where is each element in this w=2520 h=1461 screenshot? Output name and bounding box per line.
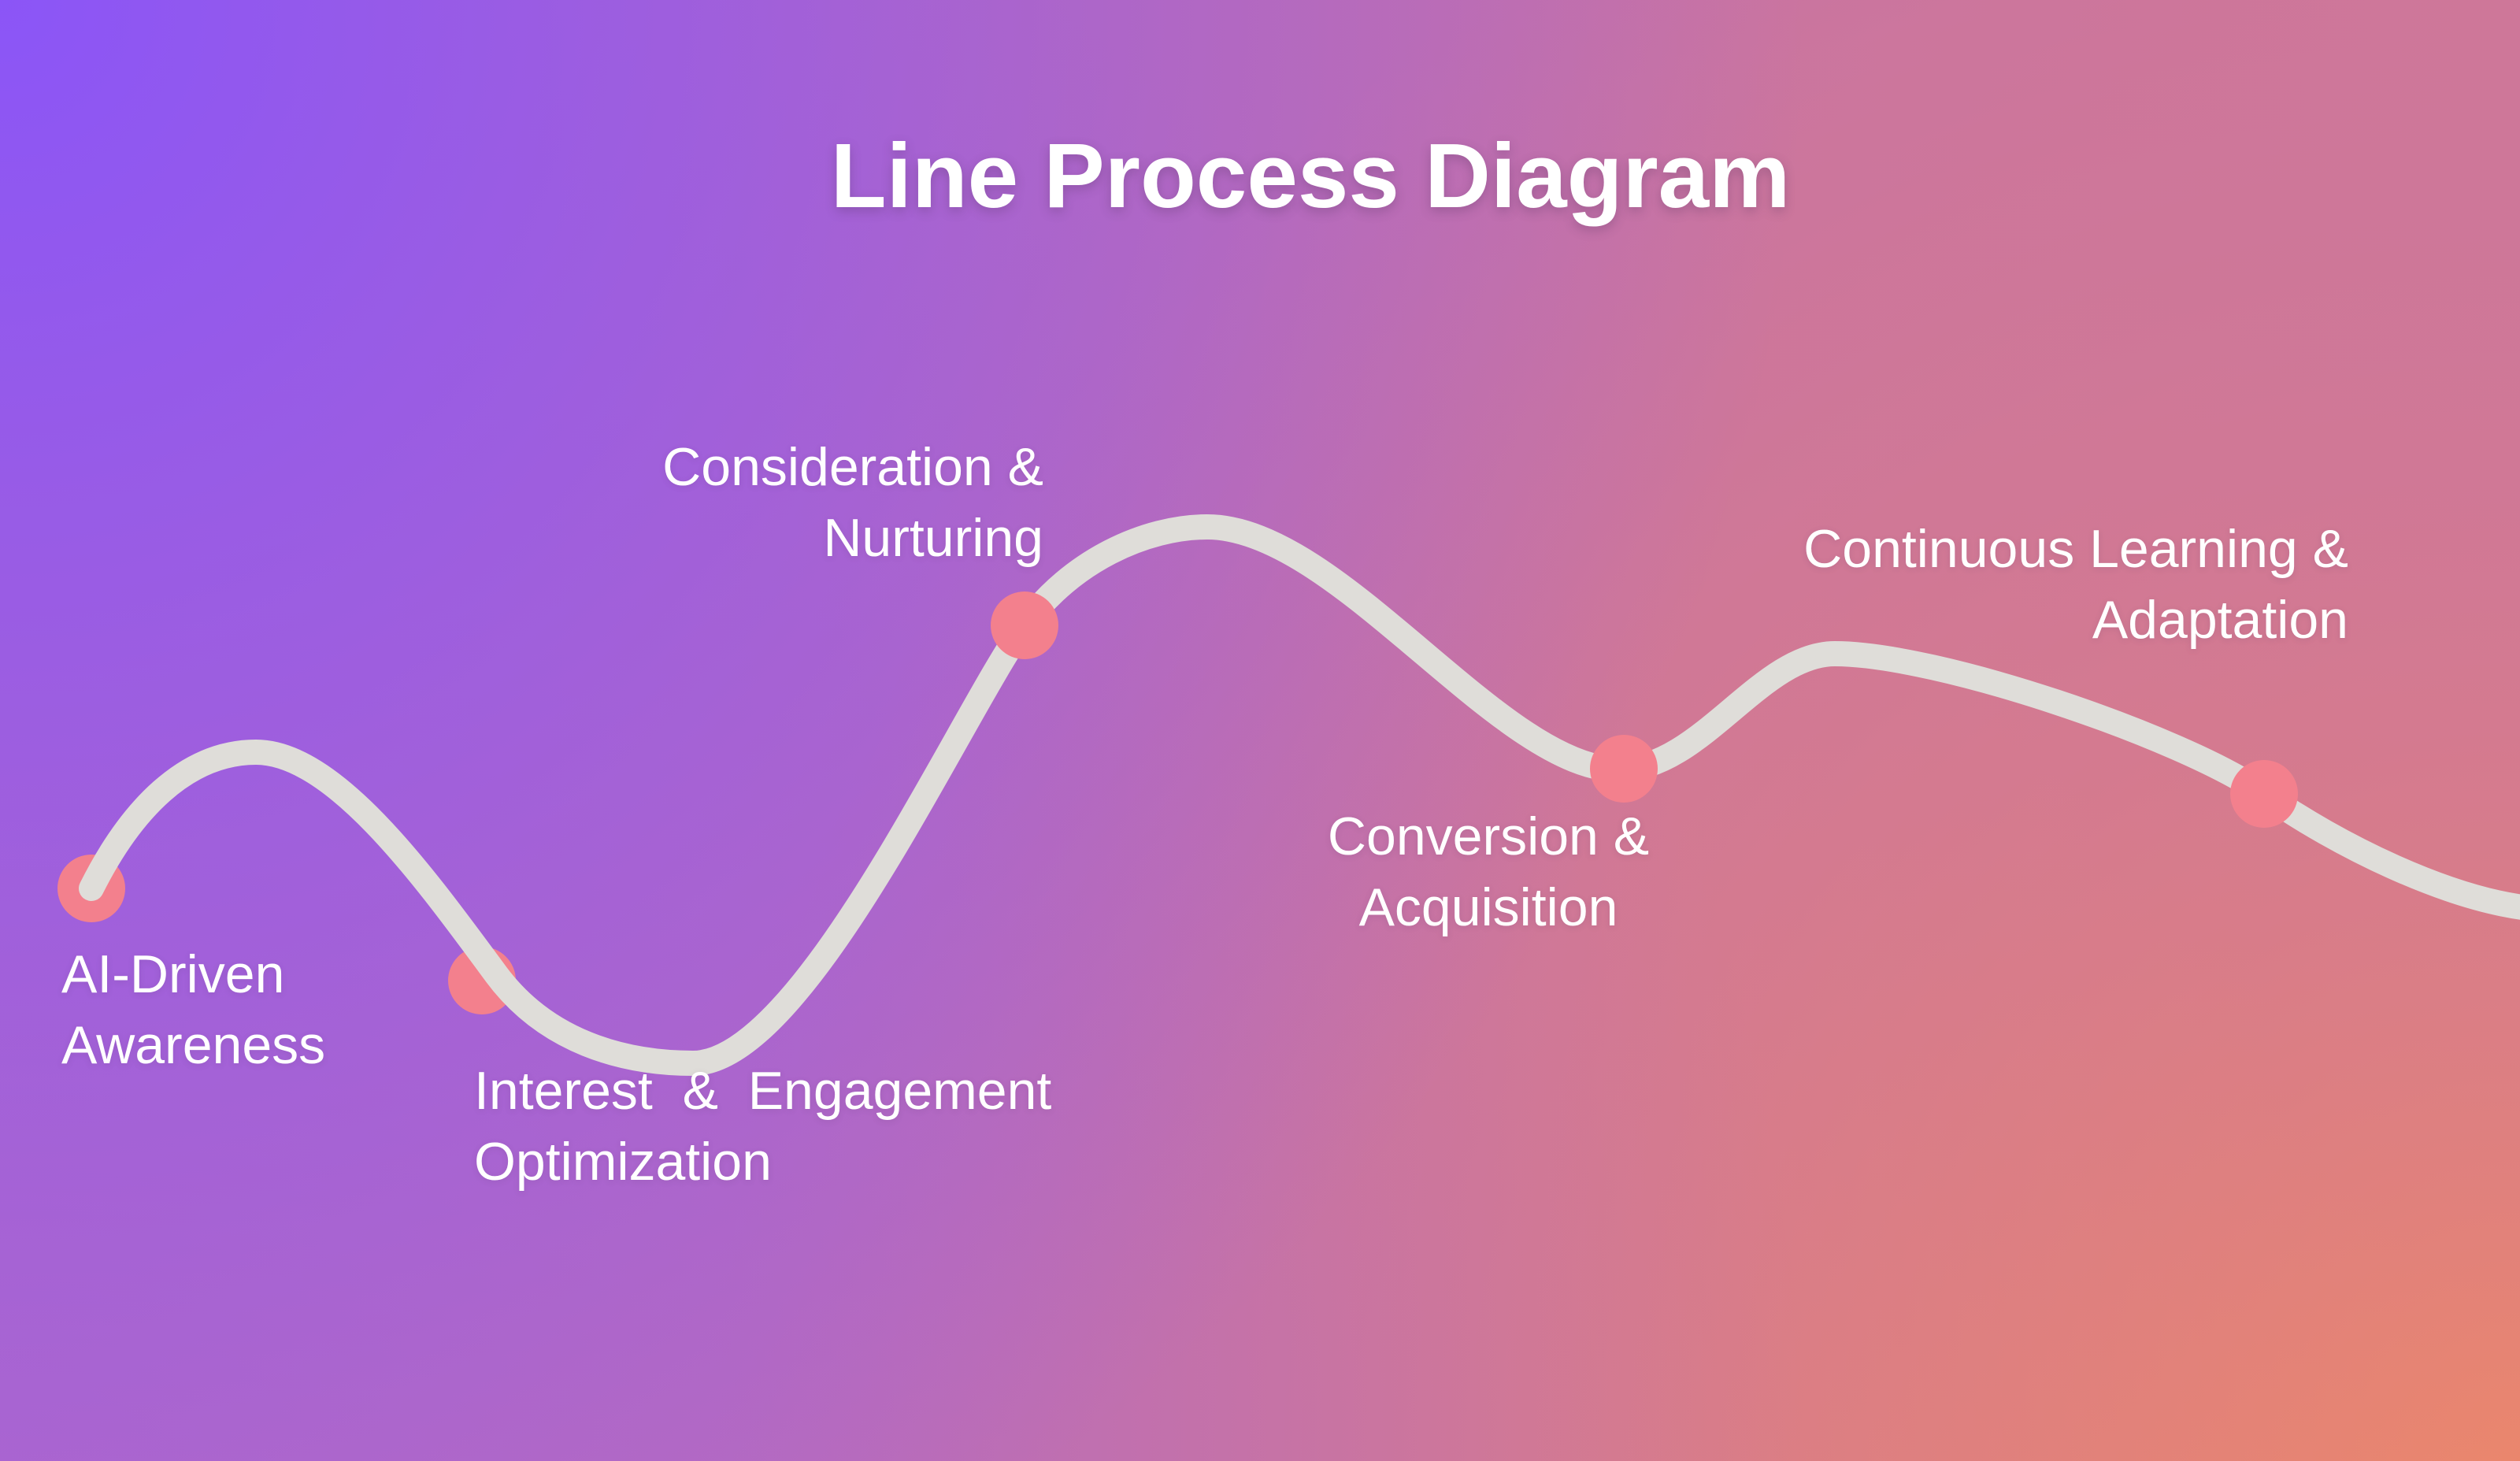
- step-label-consideration-nurturing: Consideration & Nurturing: [662, 437, 1043, 569]
- step-label-ai-driven-awareness: AI-Driven Awareness: [61, 944, 326, 1076]
- step-dot-5: [2230, 760, 2298, 828]
- step-label-continuous-learning-adaptation: Continuous Learning & Adaptation: [1803, 519, 2348, 651]
- step-label-conversion-acquisition: Conversion & Acquisition: [1327, 807, 1650, 938]
- step-dot-3: [991, 591, 1058, 659]
- step-label-interest-engagement-optimization: Interest & Engagement Optimization: [474, 1061, 1052, 1192]
- page-title: Line Process Diagram: [830, 124, 1791, 227]
- step-dot-4: [1590, 735, 1658, 803]
- process-line: [79, 514, 2520, 1077]
